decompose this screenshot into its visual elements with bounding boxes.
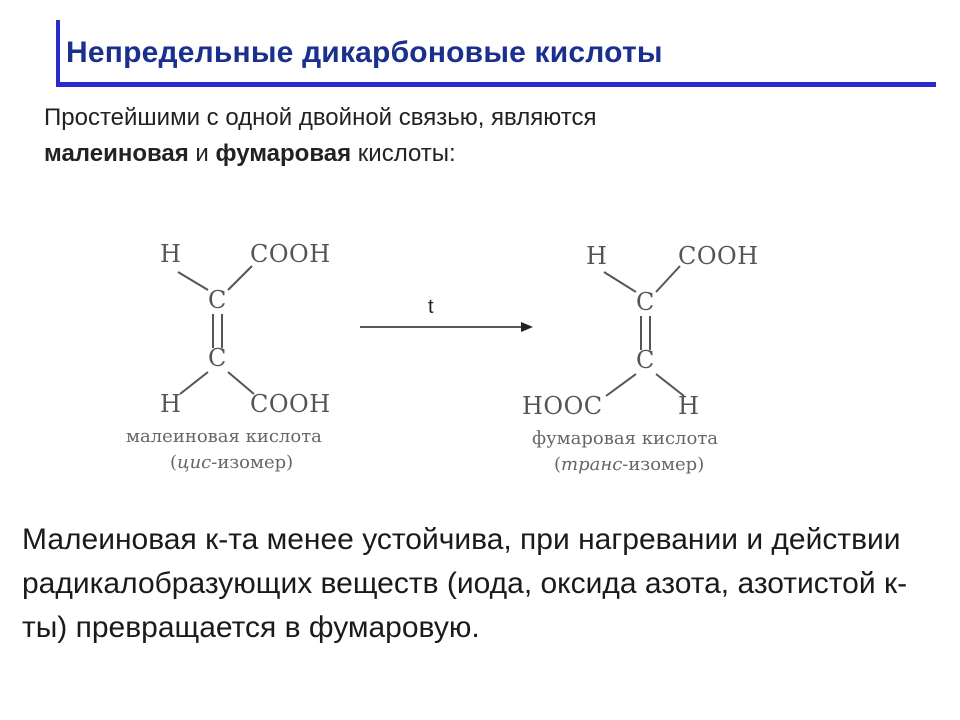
maleic-c-top: C — [208, 286, 227, 314]
fumaric-h-bottom: H — [678, 392, 700, 420]
intro-and: и — [188, 140, 216, 167]
maleic-cooh-bottom: COOH — [250, 390, 331, 418]
maleic-c-bottom: C — [208, 344, 227, 372]
intro-text: Простейшими с одной двойной связью, явля… — [44, 100, 596, 172]
heat-label: t — [428, 296, 434, 318]
intro-line-1: Простейшими с одной двойной связью, явля… — [44, 104, 597, 131]
fumaric-cooh-top: COOH — [678, 242, 759, 270]
title-underline — [56, 82, 936, 87]
fumaric-acid-term: фумаровая — [215, 140, 352, 167]
fumaric-hooc-bottom: HOOC — [522, 392, 603, 420]
fumaric-isomer: (транс-изомер) — [554, 454, 705, 475]
fumaric-c-bottom: C — [636, 346, 655, 374]
fumaric-h-top: H — [586, 242, 608, 270]
intro-tail: кислоты: — [351, 140, 456, 167]
maleic-acid-term: малеиновая — [44, 140, 189, 167]
summary-paragraph: Малеиновая к-та менее устойчива, при наг… — [22, 523, 908, 644]
slide-title: Непредельные дикарбоновые кислоты — [66, 36, 663, 69]
fumaric-caption: фумаровая кислота — [532, 428, 719, 449]
intro-line-2: малеиновая и фумаровая кислоты: — [44, 136, 596, 172]
title-accent-bar — [56, 20, 60, 86]
maleic-cooh-top: COOH — [250, 240, 331, 268]
maleic-h-top: H — [160, 240, 182, 268]
maleic-h-bottom: H — [160, 390, 182, 418]
maleic-caption: малеиновая кислота — [126, 426, 322, 447]
fumaric-c-top: C — [636, 288, 655, 316]
maleic-isomer: (цис-изомер) — [170, 452, 294, 473]
